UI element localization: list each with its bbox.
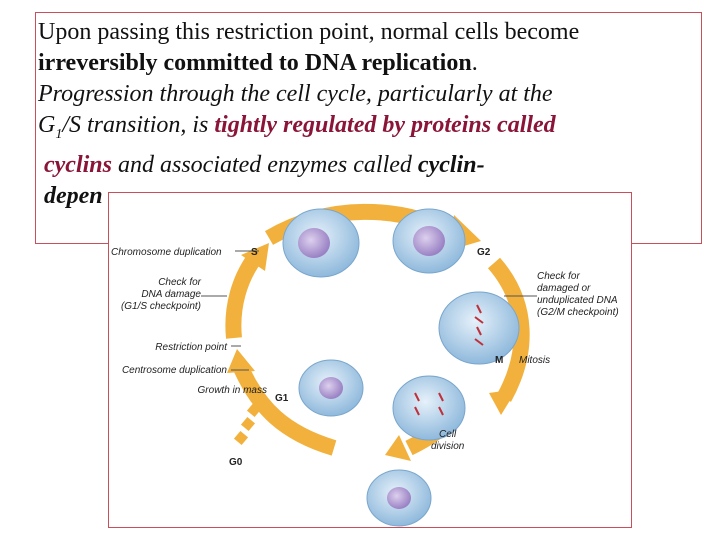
label-chromosome-duplication: Chromosome duplication (111, 247, 222, 258)
text-span: G (38, 112, 56, 138)
text-span: depen (44, 182, 103, 209)
emphasis-cdk: cyclin- (417, 151, 485, 178)
line-1: Upon passing this restriction point, nor… (38, 17, 698, 48)
label-check-dna-1: Check for (158, 277, 201, 288)
arrowhead-division (385, 435, 411, 461)
line-5: cyclins and associated enzymes called cy… (38, 150, 698, 181)
text-span: Upon passing this restriction point, nor… (38, 19, 580, 45)
label-mitosis: Mitosis (519, 355, 550, 366)
cell-anaphase (392, 375, 466, 441)
line-3: Progression through the cell cycle, part… (38, 79, 698, 110)
phase-m: M (495, 355, 503, 366)
label-check-g2-3: unduplicated DNA (537, 295, 618, 306)
cell-cycle-figure: Chromosome duplication Check for DNA dam… (108, 192, 632, 528)
label-growth-in-mass: Growth in mass (198, 385, 267, 396)
line-6: depen (38, 181, 698, 212)
arrowhead-g1 (227, 349, 255, 373)
label-check-g2-2: damaged or (537, 283, 591, 294)
label-check-dna-2: DNA damage (141, 289, 201, 300)
label-restriction-point: Restriction point (155, 342, 228, 353)
cell-s (282, 208, 360, 278)
arrowhead-m (489, 389, 517, 415)
paragraph: Upon passing this restriction point, nor… (38, 17, 698, 212)
label-cell-1: Cell (439, 429, 457, 440)
arrow-g1-up (233, 364, 337, 456)
subscript: 1 (55, 126, 63, 142)
leader-lines (201, 250, 537, 371)
phase-s: S (251, 247, 258, 258)
cell-g2 (392, 208, 466, 274)
line-4: G1/S transition, is tightly regulated by… (38, 110, 698, 150)
cell-g1 (298, 359, 364, 417)
cell-daughter (366, 469, 432, 527)
phase-g0: G0 (229, 457, 243, 468)
emphasis-regulated: tightly regulated by proteins called (214, 112, 556, 138)
arrow-g2-to-m (487, 257, 530, 402)
text-span: and associated enzymes called (111, 151, 418, 178)
label-check-g2-4: (G2/M checkpoint) (537, 307, 619, 318)
text-span: . (471, 50, 478, 76)
label-check-dna-3: (G1/S checkpoint) (121, 301, 201, 312)
emphasis-cyclins: cyclins (44, 151, 112, 178)
emphasis-committed: irreversibly committed to DNA replicatio… (38, 50, 472, 76)
cell-metaphase (438, 291, 520, 365)
label-centrosome-duplication: Centrosome duplication (122, 365, 227, 376)
cell-cycle-diagram: Chromosome duplication Check for DNA dam… (111, 203, 619, 527)
line-2: irreversibly committed to DNA replicatio… (38, 48, 698, 79)
text-span: /S transition, is (62, 112, 215, 138)
label-cell-2: division (431, 441, 465, 452)
arrowhead-left (241, 243, 269, 271)
label-check-g2-1: Check for (537, 271, 580, 282)
text-span: Progression through the cell cycle, part… (38, 81, 553, 107)
phase-g2: G2 (477, 247, 491, 258)
arrow-left-up (225, 250, 264, 339)
g0-branch (233, 402, 262, 446)
phase-g1: G1 (275, 393, 289, 404)
